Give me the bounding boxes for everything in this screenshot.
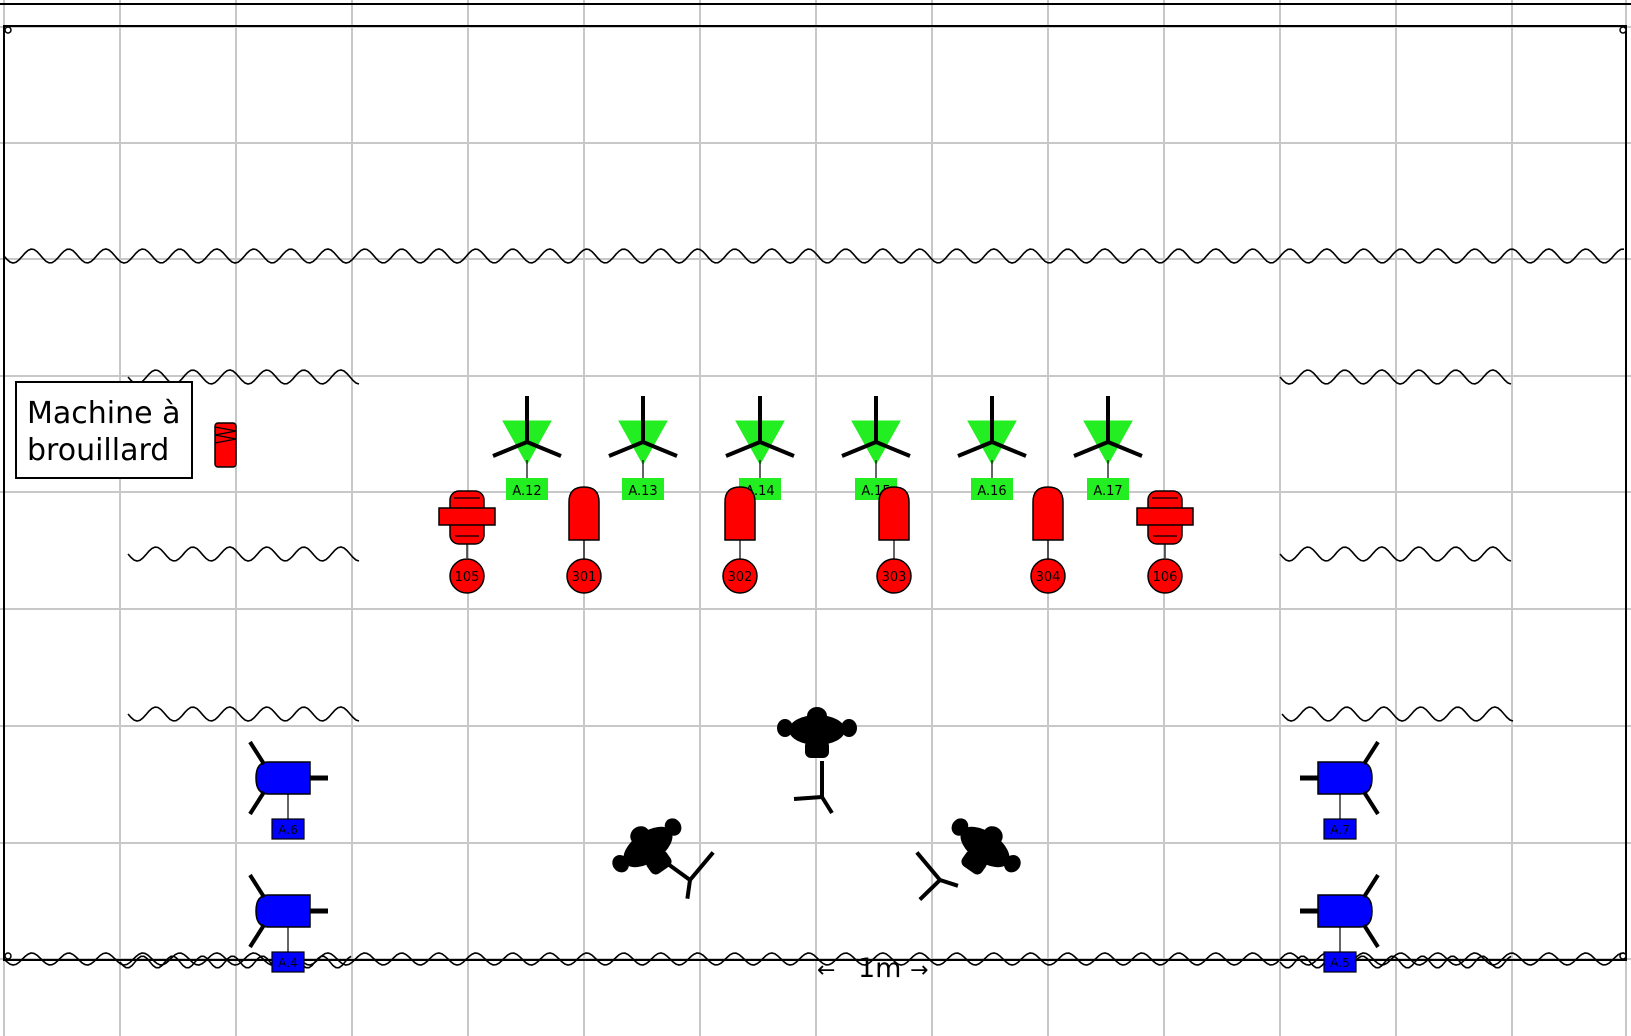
border-downstage-c [1279, 955, 1512, 969]
border-full-upstage [3, 248, 1625, 264]
moving-head-icon [957, 396, 1027, 478]
par-can-icon [568, 486, 600, 560]
fixture-channel-label-text: 303 [882, 570, 907, 585]
mic-stand-icon [793, 761, 834, 815]
fresnel-icon [1136, 490, 1194, 558]
blue-fixture-label-text: A.5 [1330, 956, 1349, 970]
fixture-channel-label: 105 [449, 558, 485, 594]
moving-head-label-text: A.17 [1093, 484, 1122, 499]
moving-head-label: A.16 [971, 478, 1013, 500]
fixture-channel-label: 106 [1147, 558, 1183, 594]
fixture-channel-label-text: 304 [1036, 570, 1061, 585]
moving-head-label: A.12 [506, 478, 548, 500]
border-right-2 [1279, 546, 1512, 562]
blue-fixture-label-text: A.7 [1330, 823, 1349, 837]
moving-head-icon [1073, 396, 1143, 478]
performer-icon [612, 818, 682, 875]
border-right-3 [1281, 706, 1514, 722]
fresnel-icon [438, 490, 496, 558]
performers [612, 707, 1021, 901]
border-right-1 [1279, 369, 1512, 385]
blue-fixture-label: A.5 [1323, 951, 1357, 973]
fog-machine-label: Machine à brouillard [15, 381, 193, 479]
moving-head-icon [725, 396, 795, 478]
scale-label: 1m [858, 953, 902, 984]
fog-machine-label-line2: brouillard [27, 433, 170, 468]
scale-arrow-right: → [910, 958, 929, 983]
fixture-channel-label-text: 106 [1153, 570, 1178, 585]
fog-machine-label-line1: Machine à [27, 396, 181, 431]
mic-stand-icon [915, 851, 959, 901]
par-can-icon [1032, 486, 1064, 560]
blue-fixture-label: A.6 [271, 818, 305, 840]
border-left-2 [127, 546, 360, 562]
fixture-channel-label: 302 [722, 558, 758, 594]
moving-head-label-text: A.16 [977, 484, 1006, 499]
profile-spot-icon [1300, 740, 1380, 819]
fixture-channel-label: 301 [566, 558, 602, 594]
fixture-channel-label-text: 105 [455, 570, 480, 585]
profile-spot-icon [1300, 873, 1380, 952]
fixture-channel-label-text: 301 [572, 570, 597, 585]
moving-head-label: A.13 [622, 478, 664, 500]
profile-spot-icon [248, 873, 328, 952]
par-can-icon [878, 486, 910, 560]
scale-arrow-left: ← [817, 958, 836, 983]
profile-spot-icon [248, 740, 328, 819]
blue-fixture-label-text: A.6 [278, 823, 297, 837]
moving-head-label-text: A.13 [628, 484, 657, 499]
border-left-1 [127, 369, 360, 385]
fixture-channel-label: 303 [876, 558, 912, 594]
border-downstage-b [119, 955, 352, 969]
blue-fixture-label: A.4 [271, 951, 305, 973]
moving-head-icon [841, 396, 911, 478]
blue-fixture-label-text: A.4 [278, 956, 297, 970]
par-can-icon [724, 486, 756, 560]
moving-head-label: A.17 [1087, 478, 1129, 500]
moving-head-icon [608, 396, 678, 478]
fixture-channel-label: 304 [1030, 558, 1066, 594]
blue-fixture-label: A.7 [1323, 818, 1357, 840]
fog-machine-icon [214, 422, 237, 468]
fixture-channel-label-text: 302 [728, 570, 753, 585]
performer-icon [777, 707, 857, 758]
performer-icon [951, 818, 1021, 875]
moving-head-label-text: A.12 [512, 484, 541, 499]
moving-head-icon [492, 396, 562, 478]
mic-stand-icon [666, 851, 715, 899]
border-left-3 [127, 706, 360, 722]
